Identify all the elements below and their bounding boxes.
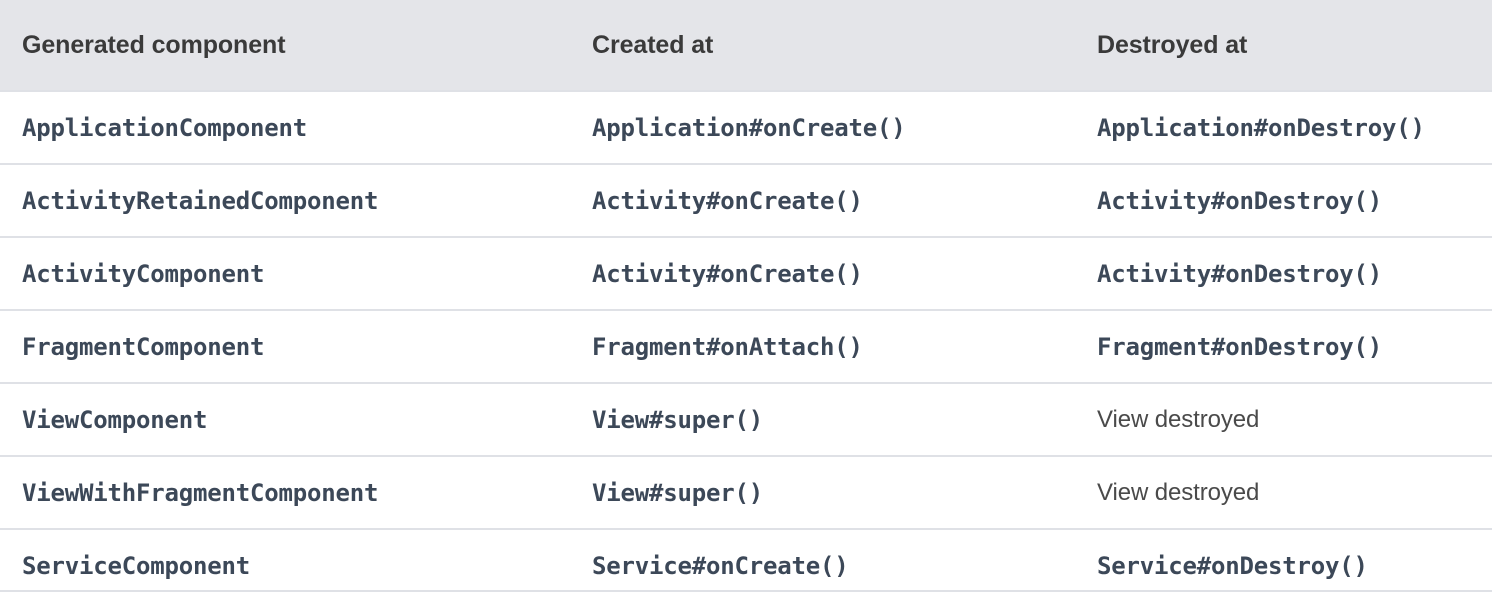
table-body: ApplicationComponent Application#onCreat… — [0, 91, 1492, 601]
cell-destroyed-at: Fragment#onDestroy() — [1075, 310, 1492, 383]
cell-destroyed-at-text: Service#onDestroy() — [1097, 551, 1368, 580]
cell-destroyed-at: View destroyed — [1075, 383, 1492, 456]
cell-generated-component-text: ActivityComponent — [22, 259, 265, 288]
cell-created-at-text: View#super() — [592, 405, 763, 434]
cell-generated-component-text: ServiceComponent — [22, 551, 250, 580]
cell-generated-component: ViewComponent — [0, 383, 570, 456]
cell-destroyed-at: View destroyed — [1075, 456, 1492, 529]
table-row: ServiceComponent Service#onCreate() Serv… — [0, 529, 1492, 601]
table-row: ActivityRetainedComponent Activity#onCre… — [0, 164, 1492, 237]
cell-created-at: Activity#onCreate() — [570, 237, 1075, 310]
cell-created-at: View#super() — [570, 383, 1075, 456]
cell-destroyed-at: Activity#onDestroy() — [1075, 237, 1492, 310]
cell-created-at: Application#onCreate() — [570, 91, 1075, 164]
cell-created-at-text: Application#onCreate() — [592, 113, 906, 142]
cell-created-at-text: Fragment#onAttach() — [592, 332, 863, 361]
cell-created-at-text: Activity#onCreate() — [592, 186, 863, 215]
column-header-generated-component[interactable]: Generated component — [0, 0, 570, 91]
cell-created-at-text: Activity#onCreate() — [592, 259, 863, 288]
cell-destroyed-at-text: Fragment#onDestroy() — [1097, 332, 1382, 361]
column-header-generated-component-label: Generated component — [22, 30, 286, 59]
table-bottom-divider — [0, 590, 1492, 592]
cell-generated-component-text: ActivityRetainedComponent — [22, 186, 379, 215]
column-header-destroyed-at-label: Destroyed at — [1097, 30, 1248, 59]
cell-destroyed-at: Service#onDestroy() — [1075, 529, 1492, 601]
cell-destroyed-at-text: Application#onDestroy() — [1097, 113, 1425, 142]
column-header-destroyed-at[interactable]: Destroyed at — [1075, 0, 1492, 91]
table-header: Generated component Created at Destroyed… — [0, 0, 1492, 91]
cell-created-at: Activity#onCreate() — [570, 164, 1075, 237]
table-header-row: Generated component Created at Destroyed… — [0, 0, 1492, 91]
table-row: ViewWithFragmentComponent View#super() V… — [0, 456, 1492, 529]
table-row: ViewComponent View#super() View destroye… — [0, 383, 1492, 456]
cell-generated-component: ActivityComponent — [0, 237, 570, 310]
cell-generated-component-text: ApplicationComponent — [22, 113, 307, 142]
cell-destroyed-at: Application#onDestroy() — [1075, 91, 1492, 164]
cell-generated-component-text: FragmentComponent — [22, 332, 265, 361]
table-row: FragmentComponent Fragment#onAttach() Fr… — [0, 310, 1492, 383]
cell-generated-component: ActivityRetainedComponent — [0, 164, 570, 237]
column-header-created-at[interactable]: Created at — [570, 0, 1075, 91]
cell-created-at-text: View#super() — [592, 478, 763, 507]
cell-destroyed-at-text: View destroyed — [1097, 478, 1260, 506]
cell-destroyed-at-text: Activity#onDestroy() — [1097, 186, 1382, 215]
cell-destroyed-at-text: View destroyed — [1097, 405, 1260, 433]
cell-generated-component: ViewWithFragmentComponent — [0, 456, 570, 529]
cell-generated-component-text: ViewComponent — [22, 405, 208, 434]
cell-created-at: Fragment#onAttach() — [570, 310, 1075, 383]
cell-created-at: View#super() — [570, 456, 1075, 529]
table-row: ApplicationComponent Application#onCreat… — [0, 91, 1492, 164]
cell-destroyed-at-text: Activity#onDestroy() — [1097, 259, 1382, 288]
table-row: ActivityComponent Activity#onCreate() Ac… — [0, 237, 1492, 310]
cell-generated-component: FragmentComponent — [0, 310, 570, 383]
cell-generated-component-text: ViewWithFragmentComponent — [22, 478, 379, 507]
cell-generated-component: ServiceComponent — [0, 529, 570, 601]
column-header-created-at-label: Created at — [592, 30, 714, 59]
cell-created-at: Service#onCreate() — [570, 529, 1075, 601]
cell-generated-component: ApplicationComponent — [0, 91, 570, 164]
cell-created-at-text: Service#onCreate() — [592, 551, 849, 580]
cell-destroyed-at: Activity#onDestroy() — [1075, 164, 1492, 237]
